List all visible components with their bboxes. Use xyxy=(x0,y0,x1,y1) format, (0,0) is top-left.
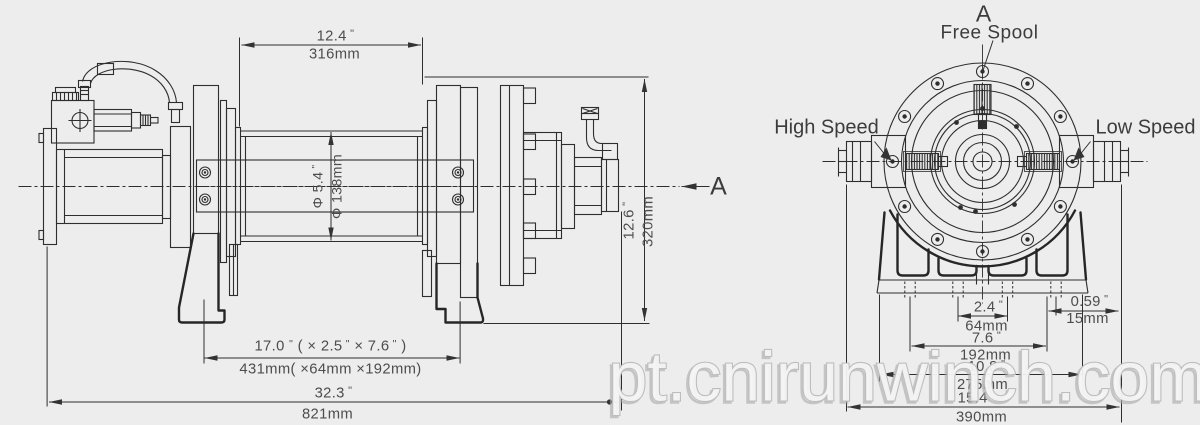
svg-text:15mm: 15mm xyxy=(1066,311,1109,327)
svg-text:12.6 ": 12.6 " xyxy=(621,202,638,240)
svg-text:431mm( ×64mm ×192mm): 431mm( ×64mm ×192mm) xyxy=(239,362,421,378)
svg-text:A: A xyxy=(976,1,992,27)
svg-text:316mm: 316mm xyxy=(309,47,360,63)
svg-text:12.4 ": 12.4 " xyxy=(317,28,355,45)
svg-text:pt.cnirunwinch.com: pt.cnirunwinch.com xyxy=(609,338,1200,416)
svg-text:High Speed: High Speed xyxy=(774,117,879,139)
svg-text:Φ 138mm: Φ 138mm xyxy=(330,154,346,219)
svg-text:10.8 ": 10.8 " xyxy=(968,359,1006,376)
svg-text:192mm: 192mm xyxy=(960,348,1011,364)
svg-text:390mm: 390mm xyxy=(956,410,1007,425)
svg-text:64mm: 64mm xyxy=(965,319,1008,335)
svg-text:15.4 ": 15.4 " xyxy=(958,390,996,407)
svg-text:0.59 ": 0.59 " xyxy=(1071,294,1109,311)
svg-text:A: A xyxy=(710,173,727,201)
svg-text:32.3 ": 32.3 " xyxy=(315,385,353,402)
svg-text:Low Speed: Low Speed xyxy=(1095,117,1195,139)
svg-text:pt.cnirunwinch.com: pt.cnirunwinch.com xyxy=(607,340,1200,418)
svg-text:320mm: 320mm xyxy=(641,196,657,247)
svg-text:Free Spool: Free Spool xyxy=(941,23,1039,44)
svg-text:275mm: 275mm xyxy=(957,377,1008,393)
svg-text:821mm: 821mm xyxy=(302,407,353,423)
svg-text:17.0 " ( × 2.5 " × 7.6 " ): 17.0 " ( × 2.5 " × 7.6 " ) xyxy=(254,338,406,355)
svg-text:Φ 5.4 ": Φ 5.4 " xyxy=(311,165,327,209)
